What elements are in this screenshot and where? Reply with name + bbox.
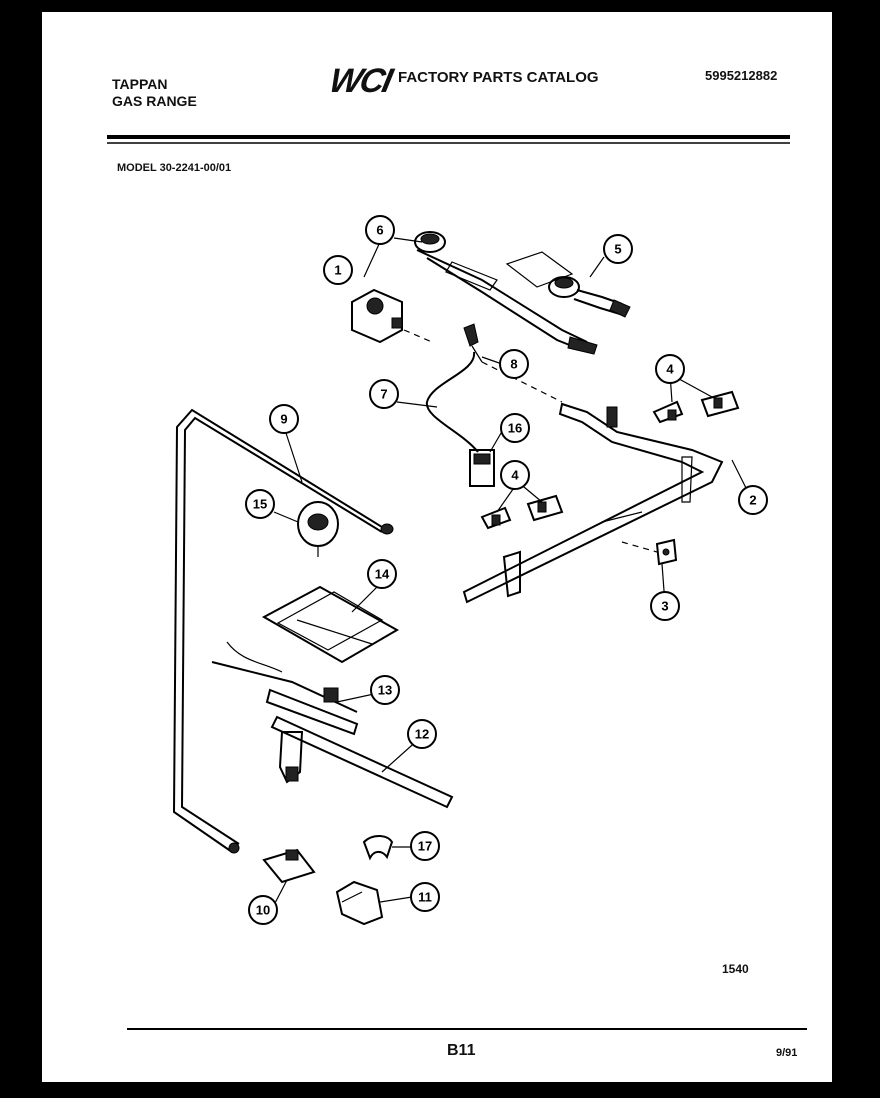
callout-3: 3 [650,591,680,621]
part-3-fitting [621,538,678,566]
svg-text:14: 14 [375,567,390,582]
part-11-bracket [335,880,384,926]
catalog-page: TAPPAN GAS RANGE WCI FACTORY PARTS CATAL… [42,12,832,1082]
leader-lines [273,237,753,906]
part-4-valve-upper [652,390,740,424]
svg-text:1: 1 [334,263,341,278]
catalog-number: 5995212882 [705,68,778,83]
callout-12: 12 [407,719,437,749]
part-13-oven-burner [211,641,359,736]
callout-13: 13 [370,675,400,705]
catalog-title: FACTORY PARTS CATALOG [398,69,599,86]
exploded-parts-diagram: 1 2 3 4 4 5 6 7 8 9 10 11 12 13 14 15 16… [107,135,807,1030]
callout-8: 8 [499,349,529,379]
page-number: B11 [447,1042,476,1059]
part-16-switch [469,449,495,487]
svg-text:5: 5 [614,242,621,257]
callout-15: 15 [245,489,275,519]
svg-text:7: 7 [380,387,387,402]
part-1-regulator [351,288,433,344]
part-8-clip [463,323,483,363]
svg-text:6: 6 [376,223,383,238]
part-14-heat-shield [261,585,400,664]
svg-text:3: 3 [661,599,668,614]
callout-16: 16 [500,413,530,443]
callout-11: 11 [410,882,440,912]
brand-name: TAPPAN [112,76,168,92]
part-2-manifold [462,402,724,604]
assembly-guide-line [481,361,563,403]
svg-text:16: 16 [508,421,522,436]
part-5-burner [505,251,631,318]
svg-text:10: 10 [256,903,270,918]
model-number: MODEL 30-2241-00/01 [117,162,232,174]
callout-7: 7 [369,379,399,409]
svg-text:11: 11 [418,890,432,905]
part-9-oven-tube [172,408,394,854]
part-15-orifice [297,501,339,557]
callout-9: 9 [269,404,299,434]
callout-17: 17 [410,831,440,861]
callout-1: 1 [323,255,353,285]
part-12-burner-pan [270,715,454,809]
svg-text:2: 2 [749,493,756,508]
part-6-burner [414,231,598,355]
callout-4-lower: 4 [500,460,530,490]
svg-text:17: 17 [418,839,432,854]
svg-text:15: 15 [253,497,267,512]
svg-text:8: 8 [510,357,517,372]
figure-number: 1540 [722,962,749,976]
callout-6: 6 [365,215,395,245]
part-10-spark-module [262,848,316,884]
appliance-type: GAS RANGE [112,93,197,109]
brand-block: TAPPAN GAS RANGE [112,76,197,110]
part-4-valve-lower [480,494,564,530]
callout-10: 10 [248,895,278,925]
part-7-lead-wire [425,351,479,453]
svg-text:4: 4 [666,362,674,377]
svg-text:9: 9 [280,412,287,427]
svg-text:4: 4 [511,468,519,483]
callout-5: 5 [603,234,633,264]
part-17-clip [362,835,394,861]
svg-text:13: 13 [378,683,392,698]
revision-date: 9/91 [776,1047,798,1059]
svg-text:12: 12 [415,727,429,742]
callout-14: 14 [367,559,397,589]
callout-4-upper: 4 [655,354,685,384]
callout-2: 2 [738,485,768,515]
